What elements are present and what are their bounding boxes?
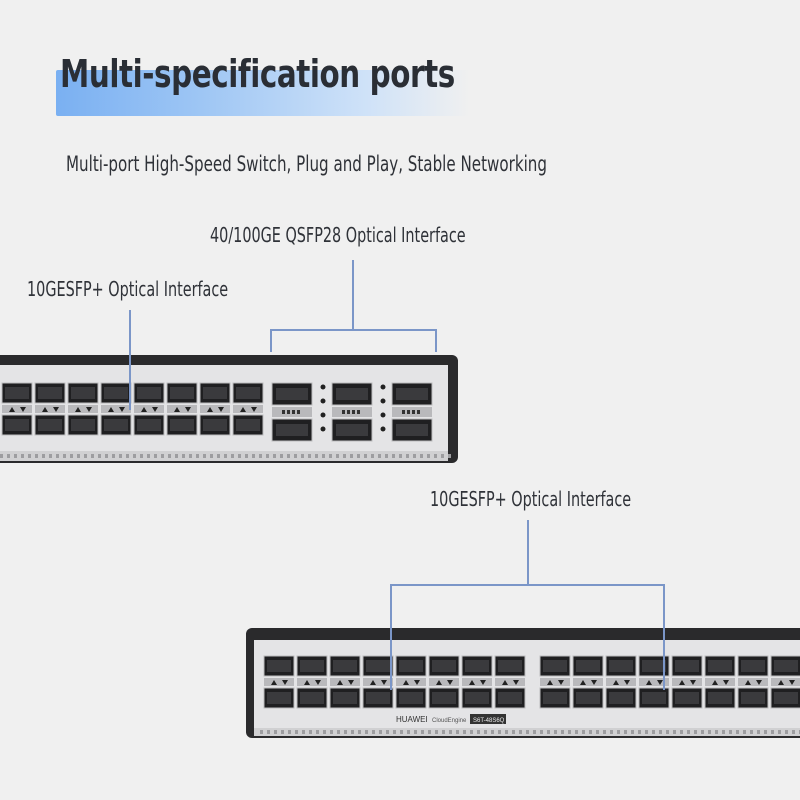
sfp-port-pair [737,655,769,709]
sfp-port-pair [539,655,571,709]
sfp-port-pair [1,382,33,436]
vent-holes [260,730,800,734]
sfp-bottom-callout-line [390,520,665,690]
qsfp-port-pair [331,382,373,442]
switch-top-sfp-ports [1,382,264,436]
sfp-interface-label-bottom: 10GESFP+ Optical Interface [430,487,632,511]
sfp-port-pair [67,382,99,436]
switch-model-text: S6T-48S6Q [473,718,505,724]
sfp-port-pair [461,655,493,709]
sfp-port-pair [133,382,165,436]
sfp-port-pair [638,655,670,709]
sfp-port-pair [671,655,703,709]
sfp-port-pair [704,655,736,709]
sfp-port-pair [395,655,427,709]
sfp-port-pair [263,655,295,709]
sfp-port-pair [572,655,604,709]
qsfp-callout-line [270,260,437,352]
status-leds [320,384,386,432]
sfp-port-pair [770,655,800,709]
sfp-port-pair [166,382,198,436]
sfp-port-pair [605,655,637,709]
switch-top-qsfp-ports [271,382,433,442]
page-title: Multi-specification ports [60,52,455,96]
sfp-port-pair [428,655,460,709]
sfp-port-pair [34,382,66,436]
qsfp-port-pair [271,382,313,442]
switch-series-text: CloudEngine [432,718,467,724]
qsfp-interface-label: 40/100GE QSFP28 Optical Interface [210,223,466,247]
switch-model-plate [470,714,506,724]
switch-brand-text: HUAWEI [396,715,428,724]
sfp-port-pair [199,382,231,436]
page-subtitle: Multi-port High-Speed Switch, Plug and P… [66,152,547,176]
sfp-interface-label-top: 10GESFP+ Optical Interface [27,277,229,301]
title-highlight-band [56,70,470,116]
sfp-port-pair [296,655,328,709]
switch-bottom-front-panel: HUAWEI CloudEngine S6T-48S6Q [246,628,800,738]
switch-top-front-panel [0,355,458,463]
sfp-port-pair [100,382,132,436]
sfp-port-pair [232,382,264,436]
switch-bottom-sfp-ports [263,655,800,709]
sfp-port-pair [494,655,526,709]
qsfp-port-pair [391,382,433,442]
sfp-port-pair [329,655,361,709]
sfp-port-pair [362,655,394,709]
vent-holes [0,454,451,458]
